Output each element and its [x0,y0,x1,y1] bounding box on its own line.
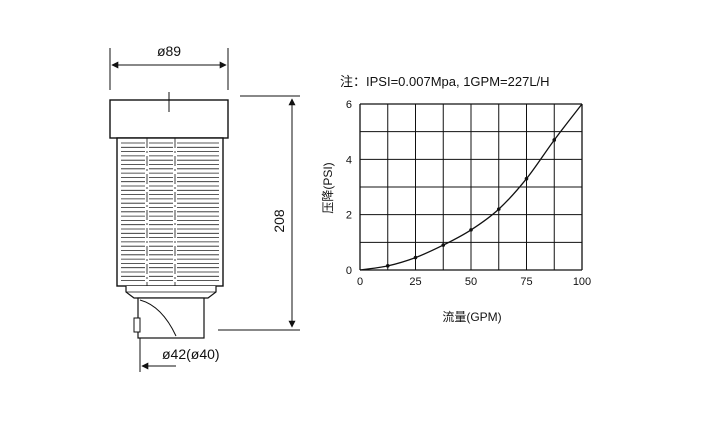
y-tick-label: 0 [346,265,352,277]
curve-marker [413,255,418,260]
outlet-tab [133,317,141,333]
y-axis-label: 压降(PSI) [321,162,335,213]
curve-markers [385,138,557,268]
curve-marker [469,228,473,232]
chart-note: 注：IPSI=0.007Mpa, 1GPM=227L/H [340,74,550,89]
curve-marker [385,264,390,268]
chart-grid [359,103,583,271]
x-tick-label: 50 [465,276,477,288]
chart-ticks: 0 25 50 75 100 0 2 4 6 [346,99,591,288]
outlet-pipe [137,297,205,339]
bottom-diameter-label: ø42(ø40) [162,346,220,362]
x-tick-label: 75 [520,276,532,288]
curve-marker [524,176,529,181]
x-axis-label: 流量(GPM) [442,310,501,324]
top-diameter-label: ø89 [157,43,181,59]
outlet-curve [139,299,177,337]
filter-drawing [109,48,300,372]
y-tick-label: 2 [346,210,352,222]
x-tick-label: 100 [573,276,591,288]
y-tick-label: 6 [346,99,352,111]
curve-marker [552,138,557,142]
x-tick-label: 0 [357,276,363,288]
curve-marker [496,207,501,211]
curve-marker [441,243,446,247]
y-tick-label: 4 [346,154,352,166]
x-tick-label: 25 [409,276,421,288]
filter-slots [121,142,219,282]
height-label: 208 [271,209,287,233]
